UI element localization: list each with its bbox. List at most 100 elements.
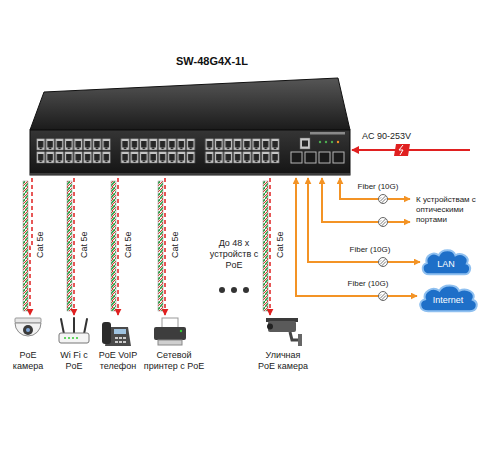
cable-label: Cat 5e: [79, 231, 90, 258]
twisted-pair: [158, 181, 163, 311]
coil-ring: [379, 292, 388, 301]
node-label: Wi Fi с PoE: [55, 350, 93, 372]
network-switch: SW-48G4X-1L: [30, 55, 350, 178]
sfp-port: [305, 152, 316, 163]
antenna: [84, 319, 87, 334]
printer-icon: [154, 318, 186, 345]
cat5e-cable: [30, 178, 32, 315]
camera-housing: [268, 321, 296, 332]
twisted-pair: [67, 181, 72, 311]
device-box: Уличная PoE камера: [258, 315, 309, 372]
link-label: Fiber (10G): [347, 279, 390, 289]
node-label: Уличная PoE камера: [258, 350, 309, 372]
device-box: Сетевой принтер с PoE: [141, 315, 207, 372]
router-led: [76, 337, 78, 339]
note-label: До 48 х устройств с PoE: [207, 238, 261, 271]
connectors: [30, 178, 420, 315]
fiber-coil: [379, 258, 388, 267]
device-title: SW-48G4X-1L: [176, 55, 350, 68]
camera-plate: [15, 318, 41, 323]
cable-label: Cat 5e: [275, 231, 286, 258]
panel-marking: [310, 132, 345, 135]
switch-edge: [30, 174, 350, 175]
lightning-symbol: [399, 145, 403, 155]
cat5e-cable: [73, 178, 75, 315]
device-box: PoE VoIP телефон: [96, 315, 140, 372]
twisted-pair: [23, 181, 28, 311]
fiber-link: [308, 178, 420, 262]
antenna: [61, 319, 64, 334]
ellipsis-dot: [243, 287, 249, 293]
camera-lens: [23, 325, 33, 335]
network-cloud: Internet: [417, 283, 479, 313]
status-led: [331, 141, 333, 143]
camera-mount: [290, 332, 299, 340]
cat5e-cable: [269, 178, 271, 315]
phone-key: [119, 337, 122, 339]
coil-stripes: [380, 259, 386, 266]
phone-key: [119, 341, 122, 343]
router-icon: [59, 318, 89, 343]
power-arrow: [352, 149, 470, 151]
ellipsis-dot: [219, 287, 225, 293]
sfp-port: [319, 152, 330, 163]
router-led: [68, 337, 70, 339]
device-box: PoE камера: [7, 315, 49, 372]
node-label: К устройствам с оптическими портами: [416, 195, 496, 225]
device-box: Wi Fi с PoE: [55, 315, 93, 372]
rj45-ports: [205, 138, 280, 164]
phone-key: [123, 337, 126, 339]
console-port: [300, 138, 310, 149]
rj45-ports: [120, 138, 195, 164]
coil-ring: [379, 258, 388, 267]
printer-led: [180, 330, 182, 332]
rj45-ports: [36, 138, 111, 164]
coil-stripes: [380, 293, 386, 300]
status-led: [337, 141, 339, 143]
fiber-coil: [379, 292, 388, 301]
switch-front: [30, 130, 350, 175]
router-body: [59, 333, 89, 343]
network-cloud: LAN: [420, 248, 472, 276]
twisted-pair: [263, 181, 268, 311]
cable-label: Cat 5e: [35, 231, 46, 258]
node-label: PoE VoIP телефон: [96, 350, 140, 372]
twisted-pair: [111, 181, 116, 311]
sfp-port: [291, 152, 302, 163]
cable-label: Cat 5e: [123, 231, 134, 258]
dome-camera-icon: [15, 318, 41, 336]
printer-body: [154, 327, 186, 340]
phone-screen: [114, 329, 126, 334]
power-symbol: [394, 144, 410, 156]
cloud-outline: [423, 250, 470, 274]
fiber-coil: [379, 218, 388, 227]
coil-ring: [379, 195, 388, 204]
phone-icon: [102, 322, 131, 346]
coil-ring: [379, 218, 388, 227]
fiber-link: [340, 178, 410, 199]
phone-key: [123, 341, 126, 343]
cloud-label: Internet: [433, 295, 464, 306]
link-label: Fiber (10G): [357, 182, 400, 192]
camera-glass: [26, 328, 30, 332]
phone-key: [115, 341, 118, 343]
console-hole: [302, 141, 308, 147]
router-led: [72, 337, 74, 339]
status-led: [325, 141, 327, 143]
coil-stripes: [380, 219, 386, 226]
power-label: AC 90-253V: [362, 131, 411, 142]
antenna: [73, 318, 75, 334]
fiber-link: [296, 178, 417, 296]
camera-lens: [267, 324, 273, 330]
router-led: [64, 337, 66, 339]
camera-dome: [15, 323, 41, 336]
cat5e-cable: [117, 178, 119, 315]
sfp-port: [333, 152, 344, 163]
cloud-label: LAN: [437, 259, 455, 270]
fiber-link: [322, 178, 410, 222]
phone-key: [115, 337, 118, 339]
coil-stripes: [380, 196, 386, 203]
status-led: [319, 141, 321, 143]
